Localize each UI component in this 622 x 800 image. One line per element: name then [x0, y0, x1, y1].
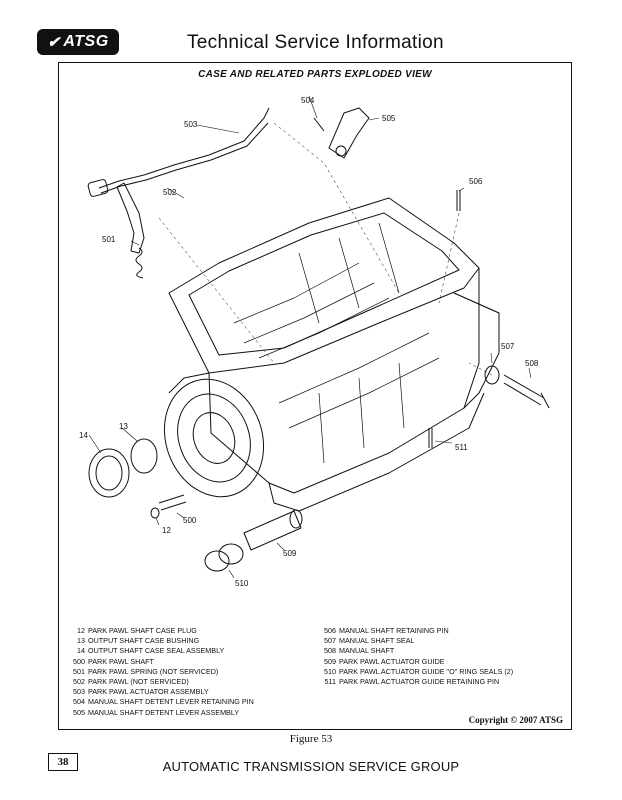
callout-506: 506 [469, 177, 483, 186]
part-504-pin [313, 117, 325, 132]
case-top-rim [168, 197, 480, 374]
part-505-detent-lever [328, 107, 370, 159]
callout-13: 13 [119, 422, 128, 431]
logo-text: ATSG [63, 33, 109, 50]
part-13-bushing [130, 438, 158, 474]
atsg-logo: ✔ ATSG [37, 29, 119, 55]
part-500-shaft [158, 494, 187, 511]
exploded-view-drawing: 504 505 503 502 501 506 507 508 511 14 1… [79, 95, 550, 588]
part-502-pawl [116, 182, 145, 254]
case-inner-rim [188, 212, 460, 356]
callout-12: 12 [162, 526, 171, 535]
page-number: 38 [48, 753, 78, 771]
part-510-oring-b [218, 543, 244, 565]
part-12-plug [150, 507, 160, 519]
part-509-guide [243, 510, 302, 551]
part-506-pin [456, 190, 461, 211]
page-title: Technical Service Information [187, 32, 444, 53]
part-511-pin [428, 428, 433, 448]
callout-500: 500 [183, 516, 197, 525]
copyright-notice: Copyright © 2007 ATSG [468, 715, 563, 725]
footer-org: AUTOMATIC TRANSMISSION SERVICE GROUP [162, 759, 460, 774]
callout-510: 510 [235, 579, 249, 588]
callout-509: 509 [283, 549, 297, 558]
case-bottom-edge [268, 392, 485, 512]
checkmark-icon: ✔ [47, 34, 61, 51]
callout-14: 14 [79, 431, 88, 440]
callout-502: 502 [163, 188, 177, 197]
callout-503: 503 [184, 120, 198, 129]
output-housing [163, 378, 265, 498]
figure-caption: Figure 53 [289, 733, 333, 745]
callout-507: 507 [501, 342, 515, 351]
part-501-spring [135, 247, 144, 279]
callout-511: 511 [455, 443, 468, 452]
callout-504: 504 [301, 96, 315, 105]
callout-501: 501 [102, 235, 116, 244]
figure-title: CASE AND RELATED PARTS EXPLODED VIEW [198, 69, 432, 80]
figure-frame: CASE AND RELATED PARTS EXPLODED VIEW [58, 62, 572, 730]
part-507-seal [484, 365, 500, 385]
part-508-manual-shaft [503, 374, 550, 409]
part-503-actuator [98, 107, 270, 189]
case-front-face [208, 268, 480, 494]
callout-508: 508 [525, 359, 539, 368]
part-510-oring-a [204, 550, 230, 572]
callout-505: 505 [382, 114, 396, 123]
part-14-seal [88, 448, 130, 498]
